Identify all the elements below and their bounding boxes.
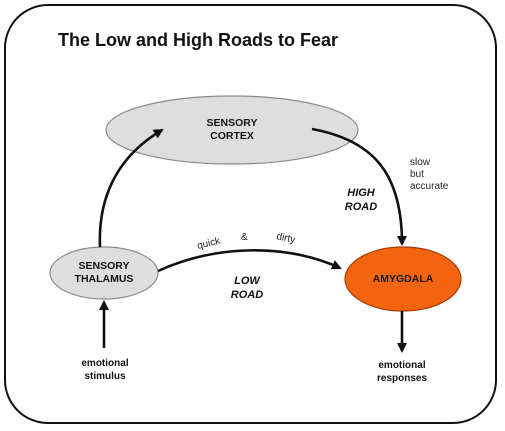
sensory-thalamus-label-line1: SENSORY bbox=[78, 260, 130, 272]
diagram-frame bbox=[4, 4, 497, 424]
sensory-cortex-label-line1: SENSORY bbox=[206, 117, 258, 129]
low-road-label: LOW ROAD bbox=[222, 274, 272, 302]
low-road-label-line2: ROAD bbox=[230, 289, 264, 301]
high-road-note-line3: accurate bbox=[410, 181, 449, 192]
emotional-responses-label-line2: responses bbox=[376, 373, 428, 384]
low-road-note-quick: quick bbox=[196, 235, 222, 252]
high-road-label-line1: HIGH bbox=[347, 187, 375, 199]
high-road-arrow bbox=[311, 127, 407, 246]
sensory-cortex-node bbox=[105, 95, 359, 165]
emotional-stimulus-label-line2: stimulus bbox=[84, 371, 126, 382]
low-road-note-and: & bbox=[241, 232, 248, 243]
amygdala-label: AMYGDALA bbox=[372, 273, 434, 285]
thalamus-to-cortex-arrow bbox=[98, 128, 164, 248]
low-road-note-dirty: dirty bbox=[275, 231, 296, 246]
sensory-cortex-label-line2: CORTEX bbox=[210, 130, 254, 142]
emotional-responses-label: emotional responses bbox=[356, 359, 448, 385]
emotional-stimulus-label-line1: emotional bbox=[81, 358, 129, 369]
low-road-label-line1: LOW bbox=[234, 275, 260, 287]
high-road-label-line2: ROAD bbox=[344, 201, 378, 213]
high-road-label: HIGH ROAD bbox=[336, 186, 386, 214]
high-road-note-line1: slow bbox=[410, 157, 431, 168]
emotional-responses-label-line1: emotional bbox=[378, 360, 426, 371]
high-road-note: slow but accurate bbox=[410, 157, 470, 193]
emotional-stimulus-label: emotional stimulus bbox=[60, 357, 150, 383]
low-road-arrow bbox=[157, 249, 342, 273]
sensory-thalamus-node bbox=[49, 246, 159, 300]
sensory-thalamus-label: SENSORY THALAMUS bbox=[59, 260, 149, 286]
sensory-thalamus-label-line2: THALAMUS bbox=[74, 273, 134, 285]
sensory-cortex-label: SENSORY CORTEX bbox=[192, 117, 272, 143]
high-road-note-line2: but bbox=[410, 169, 424, 180]
diagram-title: The Low and High Roads to Fear bbox=[58, 30, 339, 50]
